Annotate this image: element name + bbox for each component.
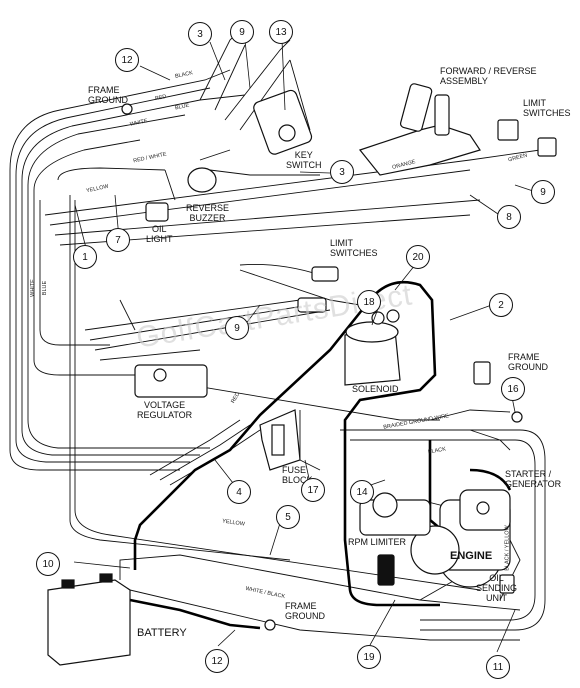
callout-5: 5 bbox=[276, 505, 300, 529]
callout-17: 17 bbox=[301, 478, 325, 502]
rpm-limiter-label: RPM LIMITER bbox=[348, 537, 407, 547]
wire-color-label: BLACK / YELLOW bbox=[504, 525, 511, 571]
reverse-buzzer-label: REVERSE BUZZER bbox=[186, 203, 230, 223]
callout-1: 1 bbox=[73, 245, 97, 269]
oil-sending-unit-label: OIL SENDING UNIT bbox=[476, 573, 518, 603]
callout-16: 16 bbox=[501, 377, 525, 401]
callout-10: 10 bbox=[36, 552, 60, 576]
frame-ground-right-label: FRAME GROUND bbox=[508, 352, 548, 372]
starter-generator-label: STARTER / GENERATOR bbox=[505, 469, 562, 489]
limit-switches-mid-label: LIMIT SWITCHES bbox=[330, 238, 378, 258]
fuse-block-label: FUSE BLOCK bbox=[282, 465, 313, 485]
frame-ground-bottom-label: FRAME GROUND bbox=[285, 601, 325, 621]
callout-15: 14 bbox=[350, 480, 374, 504]
key-switch-label: KEY SWITCH bbox=[286, 150, 322, 170]
callout-12: 12 bbox=[205, 649, 229, 673]
callout-6: 7 bbox=[106, 228, 130, 252]
wire-color-label: BLUE bbox=[42, 280, 49, 296]
callout-19: 19 bbox=[357, 645, 381, 669]
engine-label: ENGINE bbox=[450, 550, 493, 562]
callout-20: 20 bbox=[406, 245, 430, 269]
limit-switches-label: LIMIT SWITCHES bbox=[523, 98, 571, 118]
battery-label: BATTERY bbox=[137, 627, 187, 639]
callout-7: 8 bbox=[497, 205, 521, 229]
oil-light-label: OIL LIGHT bbox=[146, 224, 173, 244]
callout-3-b: 3 bbox=[330, 160, 354, 184]
callout-14: 13 bbox=[269, 20, 293, 44]
callout-4: 4 bbox=[227, 480, 251, 504]
wire-color-label: WHITE bbox=[29, 279, 36, 297]
callout-3: 3 bbox=[188, 22, 212, 46]
callout-18: 18 bbox=[357, 290, 381, 314]
forward-reverse-label: FORWARD / REVERSE ASSEMBLY bbox=[440, 66, 537, 86]
voltage-regulator-label: VOLTAGE REGULATOR bbox=[137, 400, 193, 420]
frame-ground-label: FRAME GROUND bbox=[88, 85, 128, 105]
callout-13: 12 bbox=[115, 48, 139, 72]
callout-9-b: 9 bbox=[225, 316, 249, 340]
solenoid-label: SOLENOID bbox=[352, 384, 399, 394]
callout-11: 11 bbox=[486, 655, 510, 679]
callout-8: 9 bbox=[531, 180, 555, 204]
callout-2: 2 bbox=[489, 293, 513, 317]
callout-9: 9 bbox=[230, 20, 254, 44]
